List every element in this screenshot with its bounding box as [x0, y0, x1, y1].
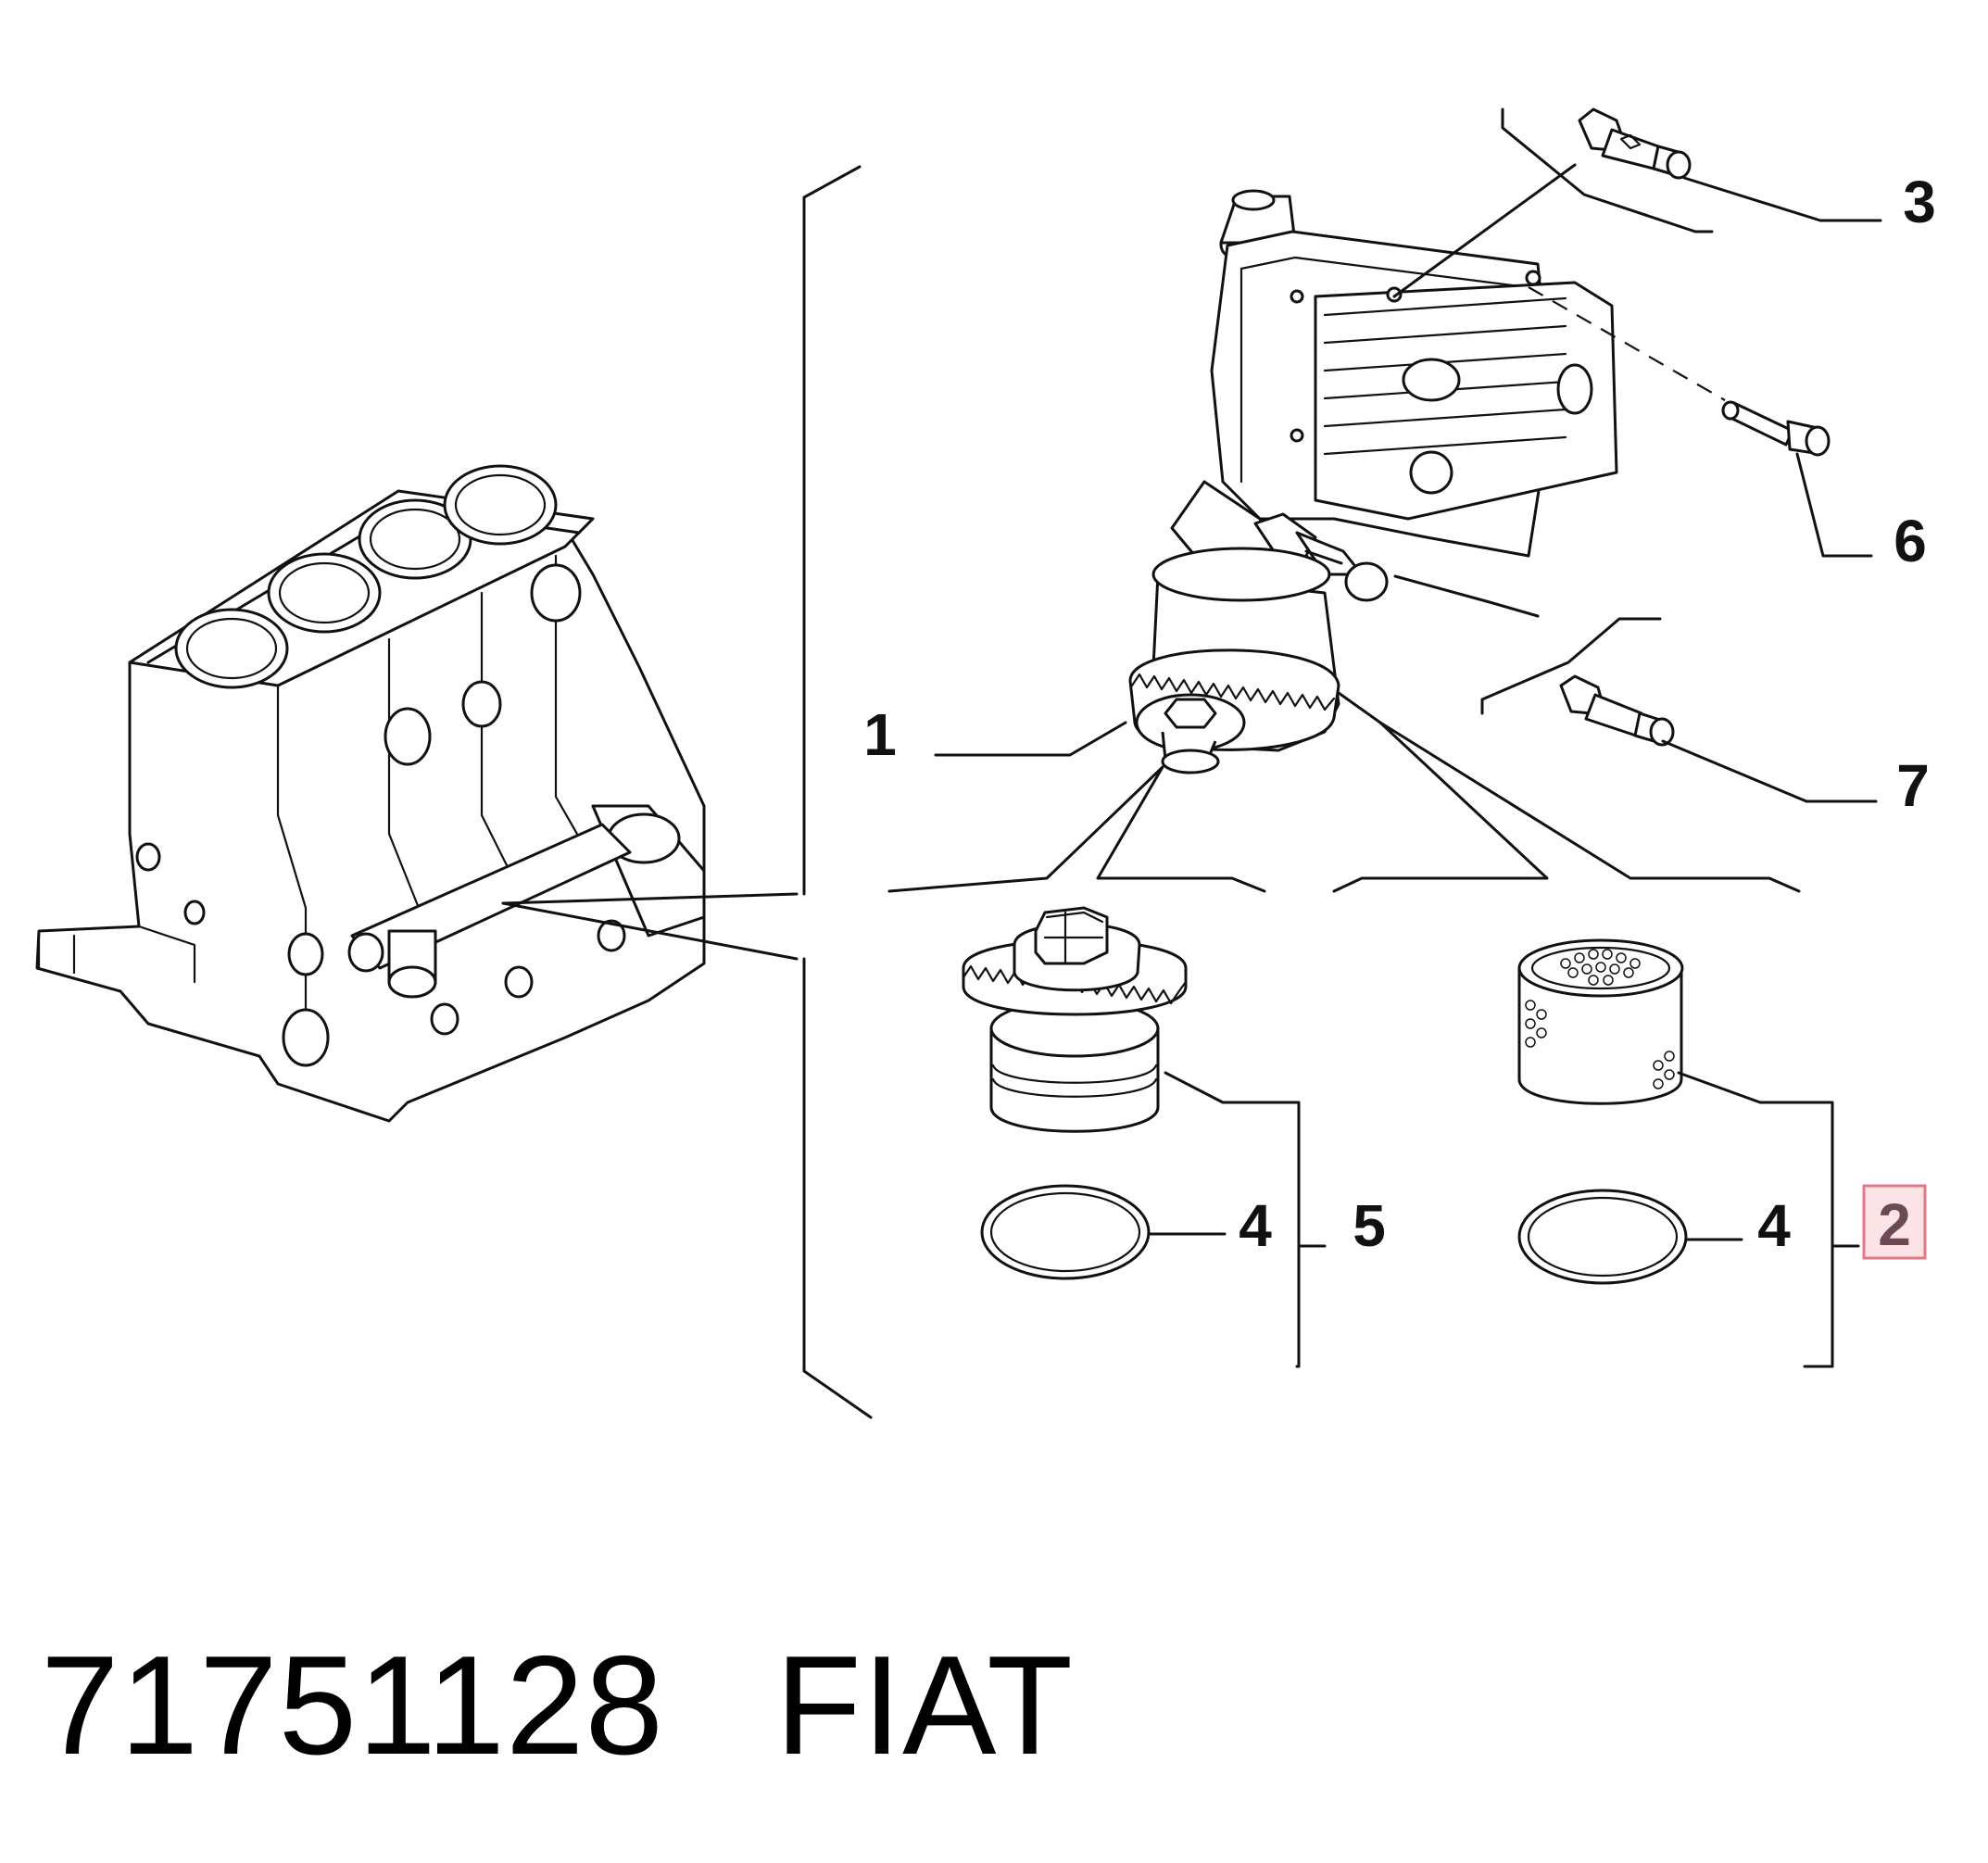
- callout-1: 1: [863, 701, 897, 768]
- filter-element-2-drawing: [1517, 938, 1684, 1105]
- callout-4-left: 4: [1239, 1192, 1272, 1259]
- sensor-brackets: [1480, 107, 1714, 715]
- o-ring-right-drawing: [1517, 1189, 1688, 1285]
- brand-name: FIAT: [775, 1627, 1075, 1784]
- pressure-sensor-3-drawing: [1578, 107, 1692, 180]
- callout-4-right: 4: [1757, 1192, 1791, 1259]
- engine-to-detail-bracket: [501, 165, 873, 1419]
- callout-7: 7: [1896, 752, 1930, 819]
- filter-mesh-pattern: [1525, 949, 1675, 1089]
- callout-3: 3: [1903, 169, 1936, 235]
- callout-5: 5: [1353, 1192, 1386, 1259]
- o-ring-left-drawing: [980, 1184, 1151, 1280]
- bolt-6-drawing: [1528, 286, 1831, 457]
- callout-2: 2: [1878, 1191, 1911, 1258]
- engine-block-drawing: [35, 464, 706, 1123]
- pressure-sensor-7-drawing: [1559, 674, 1675, 747]
- oil-filter-housing-drawing: [1128, 189, 1618, 774]
- callout-2-highlight[interactable]: 2: [1862, 1184, 1927, 1260]
- part-number: 71751128: [41, 1627, 664, 1784]
- group-bracket-2: [1677, 1071, 1860, 1368]
- callout-6: 6: [1894, 508, 1927, 574]
- exploded-view-brackets: [887, 691, 1801, 893]
- filter-cartridge-5-drawing: [962, 906, 1188, 1133]
- leader-lines: [934, 163, 1882, 1241]
- group-bracket-5: [1164, 1071, 1327, 1368]
